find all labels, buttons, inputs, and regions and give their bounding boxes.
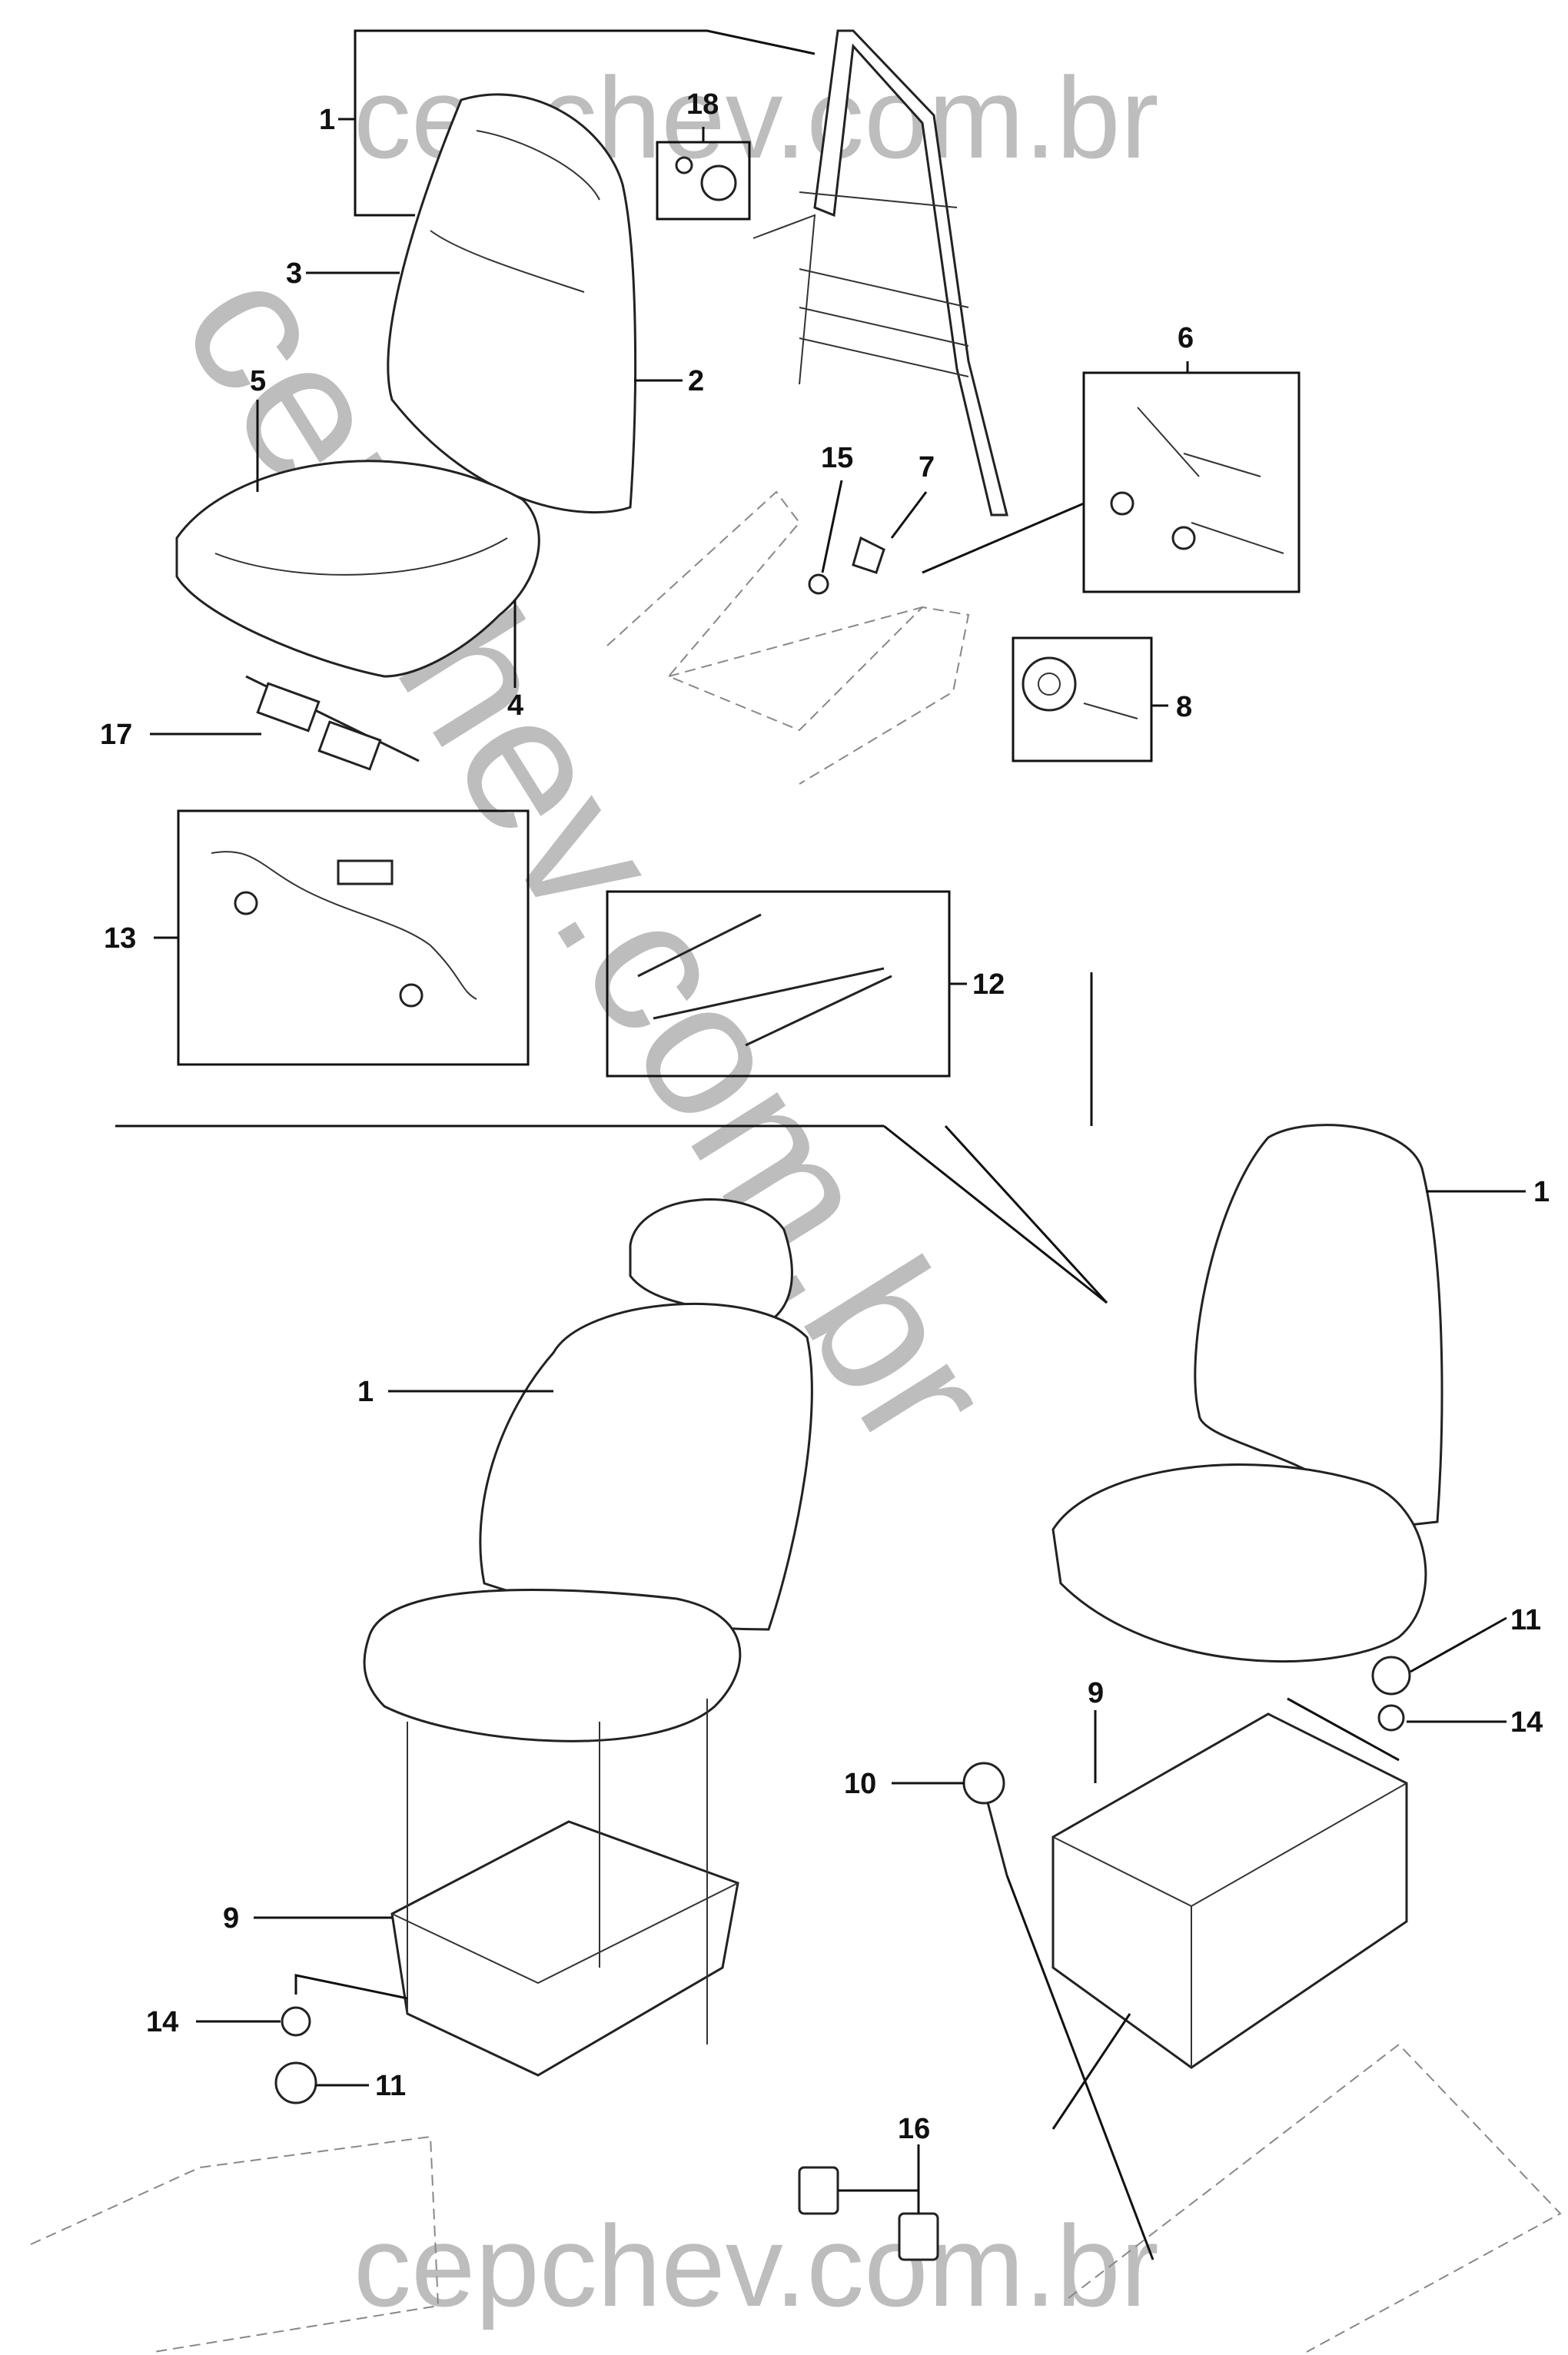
- left-seat-headrest: [629, 1198, 793, 1324]
- callout-16: 16: [898, 2113, 930, 2145]
- bushing-16a: [798, 2166, 839, 2215]
- callout-14-right: 14: [1510, 1706, 1543, 1739]
- right-seat-base: [1051, 1712, 1408, 2069]
- callout-4: 4: [507, 689, 523, 722]
- seat-bottom-cushion: [175, 460, 540, 678]
- floor-panel-right: [1068, 2043, 1562, 2353]
- callout-6: 6: [1178, 322, 1194, 354]
- left-seat-back: [479, 1302, 813, 1631]
- callout-7: 7: [919, 451, 935, 483]
- part-15: [808, 573, 829, 595]
- callout-5: 5: [250, 365, 266, 397]
- right-nut-11: [1371, 1656, 1411, 1696]
- part-17-bar: [245, 675, 420, 771]
- callout-1-left: 1: [357, 1376, 374, 1408]
- callout-9-right: 9: [1088, 1677, 1104, 1709]
- callout-8: 8: [1176, 691, 1192, 723]
- callout-12: 12: [972, 968, 1005, 1001]
- part-8-box: [1012, 636, 1153, 762]
- part-7: [852, 536, 885, 574]
- right-washer-14: [1377, 1704, 1405, 1732]
- callout-9-left: 9: [223, 1902, 239, 1935]
- callout-1-right: 1: [1533, 1176, 1550, 1208]
- callout-13: 13: [104, 922, 136, 955]
- callout-18: 18: [686, 88, 719, 121]
- callout-10: 10: [844, 1768, 876, 1800]
- callout-11-right: 11: [1510, 1604, 1541, 1636]
- callout-11-left: 11: [375, 2070, 406, 2102]
- left-nut-11: [274, 2061, 317, 2104]
- seat-base-frame: [606, 490, 970, 785]
- callout-15: 15: [821, 442, 853, 474]
- callout-17: 17: [100, 719, 132, 751]
- callout-2: 2: [688, 365, 704, 397]
- callout-1-bracket: [354, 29, 816, 217]
- bolt-10: [962, 1762, 1008, 1876]
- bushing-16b: [898, 2212, 939, 2261]
- callout-1-top: 1: [319, 104, 335, 136]
- seat-back-frame: [752, 29, 1008, 517]
- left-washer-14: [281, 2006, 311, 2037]
- callout-3: 3: [286, 257, 302, 290]
- right-seat-cushion: [1051, 1463, 1427, 1663]
- left-seat-base: [390, 1820, 739, 2077]
- floor-panel-left: [30, 2135, 440, 2353]
- seat-back-cushion: [387, 93, 637, 514]
- watermark-bottom: cepchev.com.br: [354, 2201, 1159, 2330]
- left-seat-cushion: [363, 1589, 742, 1742]
- part-6-box: [1082, 371, 1301, 593]
- callout-14-left: 14: [146, 2006, 178, 2038]
